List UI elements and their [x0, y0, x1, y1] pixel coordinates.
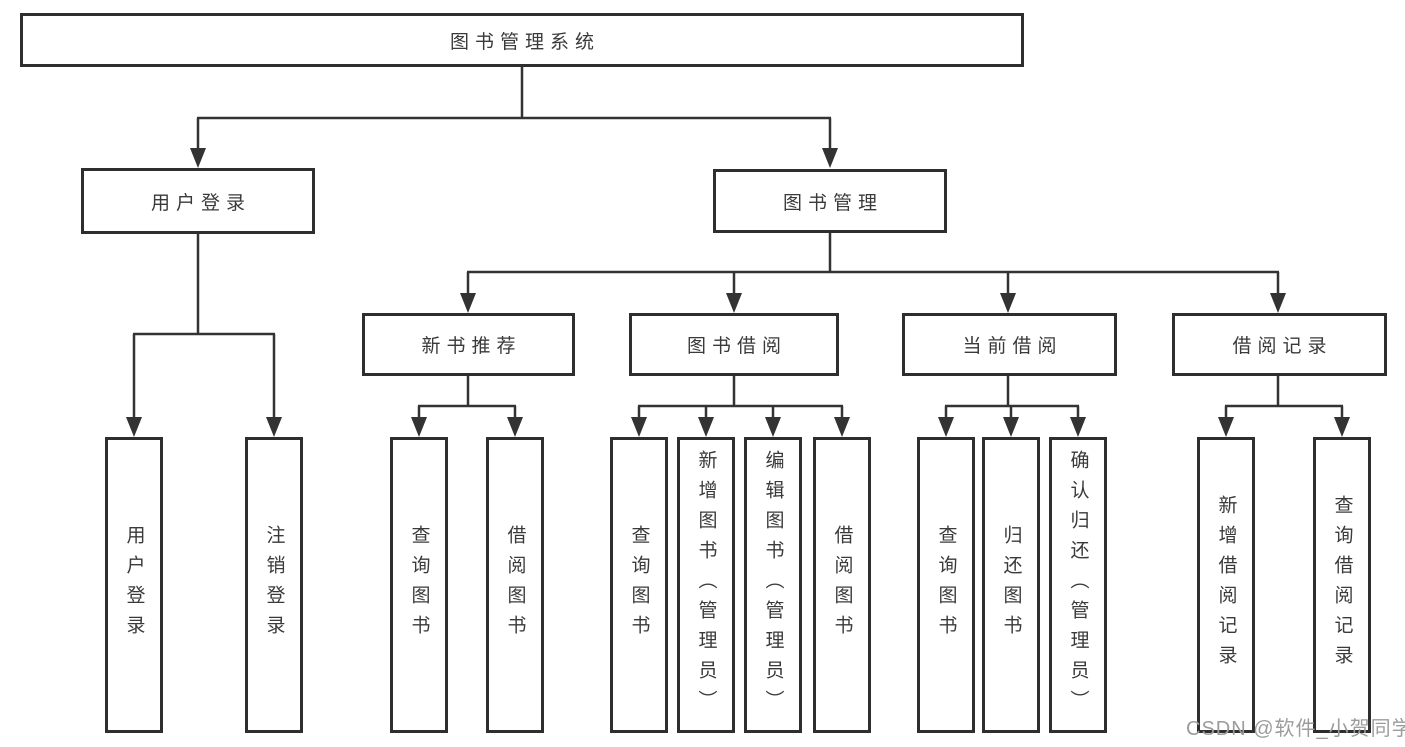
leaf-logout-login: 注销登录: [245, 437, 303, 733]
node-label: 借阅记录: [1232, 336, 1333, 357]
leaf-borrow-books-borrowing: 借阅图书: [813, 437, 871, 733]
leaf-label: 查询借阅记录: [1331, 495, 1353, 675]
leaf-label: 确认归还（管理员）: [1067, 450, 1089, 720]
leaf-label: 查询图书: [628, 525, 650, 645]
node-label: 用户登录: [150, 192, 251, 214]
leaf-label: 借阅图书: [504, 525, 526, 645]
arrowhead-icons: [126, 148, 1350, 437]
node-label: 图书管理系统: [449, 31, 600, 53]
node-label: 新书推荐: [421, 336, 522, 357]
node-label: 图书管理: [782, 192, 883, 214]
node-label: 图书借阅: [686, 336, 787, 357]
node-new-book-recommend: 新书推荐: [362, 313, 575, 376]
leaf-label: 新增图书（管理员）: [695, 450, 717, 720]
leaf-confirm-return-admin: 确认归还（管理员）: [1049, 437, 1107, 733]
node-book-management: 图书管理: [713, 169, 947, 233]
leaf-user-login: 用户登录: [105, 437, 163, 733]
leaf-label: 新增借阅记录: [1215, 495, 1237, 675]
leaf-add-borrow-record: 新增借阅记录: [1197, 437, 1255, 733]
leaf-label: 用户登录: [123, 525, 145, 645]
leaf-add-books-admin: 新增图书（管理员）: [677, 437, 735, 733]
leaf-label: 编辑图书（管理员）: [762, 450, 784, 720]
node-library-management-system: 图书管理系统: [20, 13, 1024, 67]
node-borrowing-records: 借阅记录: [1172, 313, 1387, 376]
leaf-query-books-borrowing: 查询图书: [610, 437, 668, 733]
csdn-watermark: CSDN @软件_小贺同学: [1186, 718, 1405, 740]
leaf-label: 借阅图书: [831, 525, 853, 645]
leaf-label: 查询图书: [935, 525, 957, 645]
leaf-query-borrow-record: 查询借阅记录: [1313, 437, 1371, 733]
leaf-label: 注销登录: [263, 525, 285, 645]
node-book-borrowing: 图书借阅: [629, 313, 839, 376]
node-current-borrowing: 当前借阅: [902, 313, 1117, 376]
leaf-query-books-recommend: 查询图书: [390, 437, 448, 733]
leaf-return-books: 归还图书: [982, 437, 1040, 733]
leaf-borrow-books-recommend: 借阅图书: [486, 437, 544, 733]
leaf-label: 归还图书: [1000, 525, 1022, 645]
leaf-label: 查询图书: [408, 525, 430, 645]
node-label: 当前借阅: [962, 336, 1063, 357]
node-user-login: 用户登录: [81, 168, 315, 234]
leaf-query-books-current: 查询图书: [917, 437, 975, 733]
leaf-edit-books-admin: 编辑图书（管理员）: [744, 437, 802, 733]
